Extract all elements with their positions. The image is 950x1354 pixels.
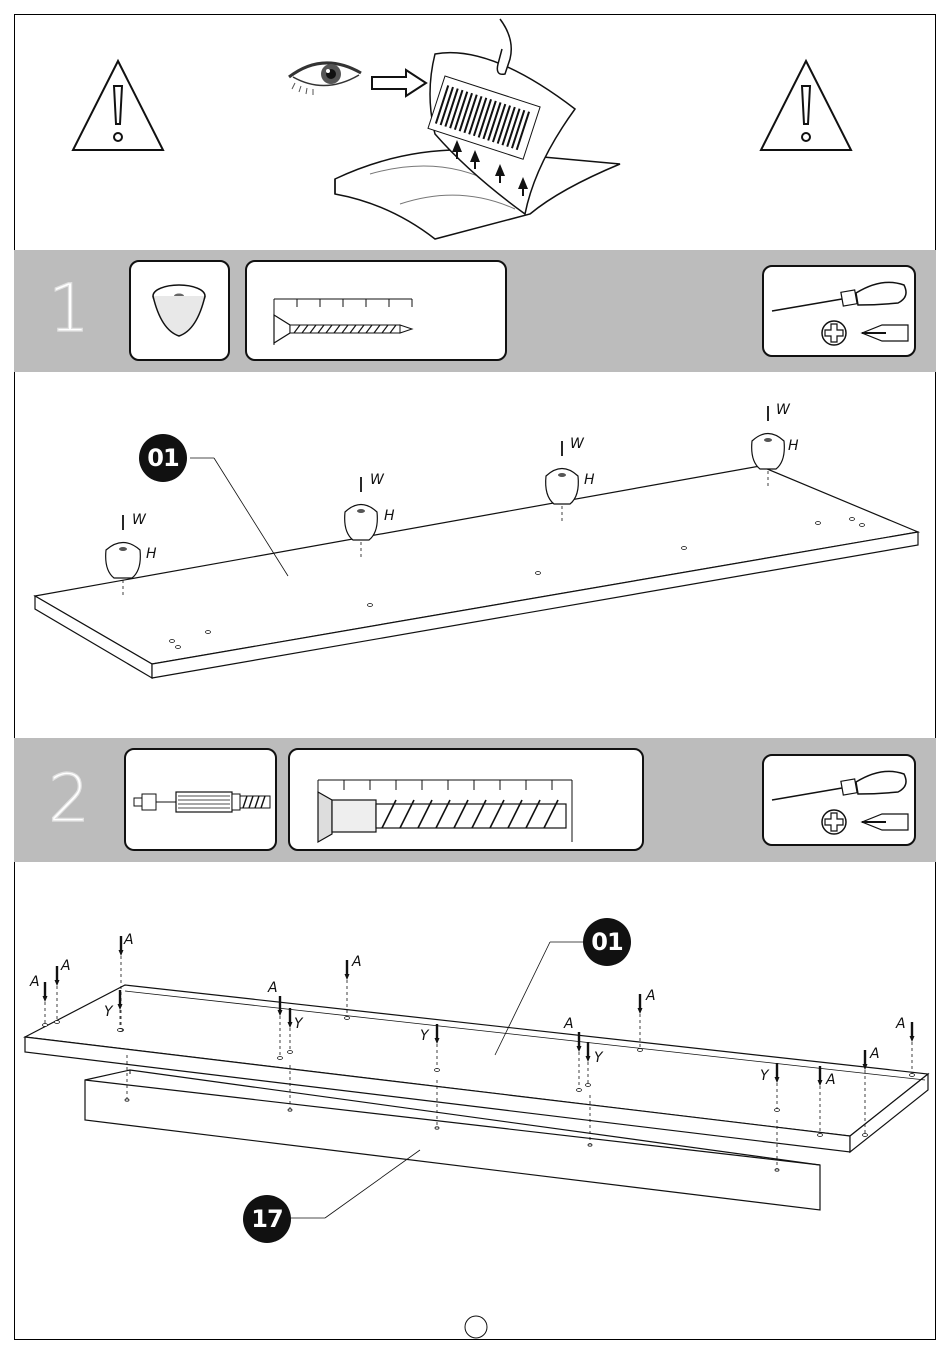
svg-text:W: W	[570, 436, 585, 452]
warning-left-icon	[70, 58, 166, 154]
warning-right-icon	[758, 58, 854, 154]
fitting-card-foot	[129, 260, 230, 361]
screw-part-icon	[272, 297, 442, 347]
step-1-number: 1	[48, 270, 90, 347]
phillips-bit-icon	[820, 808, 848, 836]
svg-text:H: H	[584, 472, 595, 488]
label-a: A	[563, 1016, 574, 1032]
label-a: A	[267, 980, 278, 996]
flat-bit-icon	[860, 321, 910, 345]
cam-bolt-part-icon	[132, 785, 278, 819]
step-1-assembly-diagram: W H W H W H W H	[0, 372, 950, 738]
svg-text:H: H	[788, 438, 799, 454]
svg-text:H: H	[146, 546, 157, 562]
label-a: A	[29, 974, 40, 990]
label-a: A	[351, 954, 362, 970]
label-a: A	[895, 1016, 906, 1032]
fitting-card-confirmat	[288, 748, 644, 851]
label-y: Y	[420, 1028, 430, 1044]
label-y: Y	[294, 1016, 304, 1032]
label-a: A	[60, 958, 71, 974]
fitting-card-cam-bolt	[124, 748, 277, 851]
phillips-bit-icon	[820, 319, 848, 347]
label-a: A	[869, 1046, 880, 1062]
page-number-circle	[465, 1316, 487, 1338]
screwdriver-icon	[770, 766, 910, 806]
label-a: A	[825, 1072, 836, 1088]
label-a: A	[645, 988, 656, 1004]
svg-text:H: H	[384, 508, 395, 524]
svg-text:W: W	[776, 402, 791, 418]
tool-card-2	[762, 754, 916, 846]
svg-text:W: W	[370, 472, 385, 488]
part-badge-01-step1: 01	[139, 434, 187, 482]
label-a: A	[123, 932, 134, 948]
instruction-booklet-illustration	[330, 14, 640, 246]
svg-text:W: W	[132, 512, 147, 528]
tool-card-1	[762, 265, 916, 357]
step-2-number: 2	[48, 760, 90, 837]
label-y: Y	[760, 1068, 770, 1084]
confirmat-screw-part-icon	[316, 778, 576, 844]
label-y: Y	[104, 1004, 114, 1020]
label-y: Y	[594, 1050, 604, 1066]
foot-part-icon	[149, 280, 213, 344]
fitting-card-screw	[245, 260, 507, 361]
part-badge-17: 17	[243, 1195, 291, 1243]
flat-bit-icon	[860, 810, 910, 834]
screwdriver-icon	[770, 277, 910, 317]
part-badge-01-step2: 01	[583, 918, 631, 966]
